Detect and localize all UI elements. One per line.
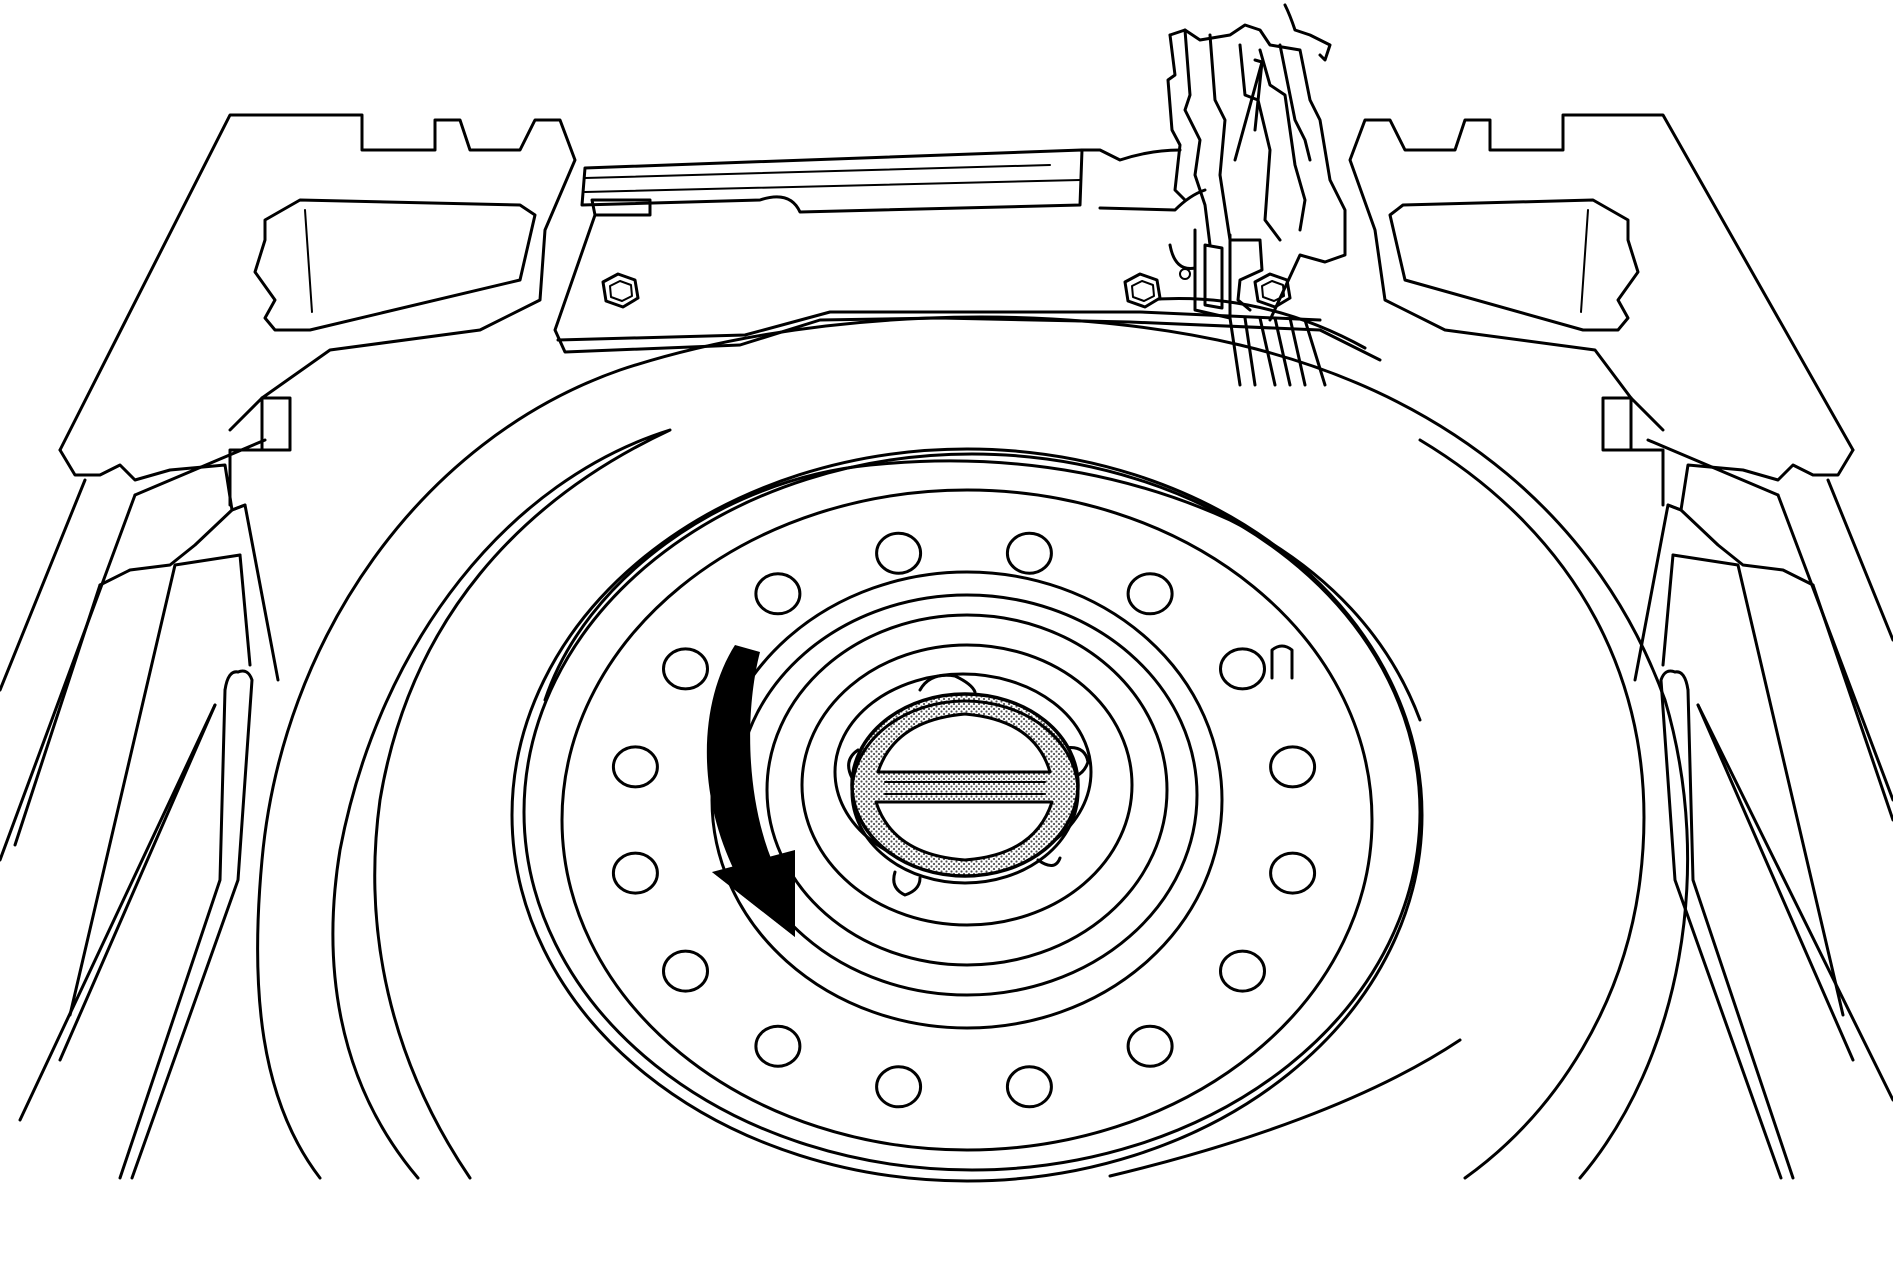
bolt-middle — [1123, 272, 1162, 309]
lug-hole — [611, 851, 659, 895]
lug-holes — [611, 531, 1317, 1109]
lug-hole — [1269, 851, 1317, 895]
lug-hole — [1219, 949, 1266, 993]
rim-outer-flange — [522, 452, 1422, 1172]
rim-face — [560, 488, 1374, 1152]
tire-outer-sidewall — [256, 315, 1690, 1180]
rim-hub-ring-inner — [800, 643, 1134, 927]
lug-hole — [875, 1065, 923, 1109]
right-trunk-bracket — [1348, 113, 1893, 1180]
spare-tire — [256, 315, 1690, 1180]
lug-hole — [1126, 572, 1174, 616]
hub-retainer — [833, 672, 1093, 897]
tire-tread-bottom — [1108, 1038, 1462, 1178]
lug-hole — [662, 949, 709, 993]
top-mounting-plate — [553, 148, 1382, 387]
jack-assembly — [1166, 3, 1347, 322]
lug-hole — [754, 1024, 802, 1068]
tire-inner-sidewall — [331, 428, 672, 1180]
lug-hole — [754, 572, 802, 616]
lug-hole — [1219, 647, 1266, 691]
valve-stem — [1270, 644, 1294, 680]
lug-hole — [875, 531, 923, 575]
left-trunk-bracket — [0, 113, 577, 1180]
lug-hole — [1269, 745, 1317, 789]
rim-outer-lip — [510, 447, 1424, 1183]
lug-hole — [1005, 531, 1053, 575]
rotation-arrow-icon — [706, 645, 795, 937]
lug-hole — [1005, 1065, 1053, 1109]
lug-hole — [611, 745, 659, 789]
lug-hole — [662, 647, 709, 691]
rim-hub-ring-outer — [765, 613, 1169, 967]
bolt-left — [601, 272, 640, 309]
lug-hole — [1126, 1024, 1174, 1068]
wheel-rim — [510, 447, 1424, 1183]
